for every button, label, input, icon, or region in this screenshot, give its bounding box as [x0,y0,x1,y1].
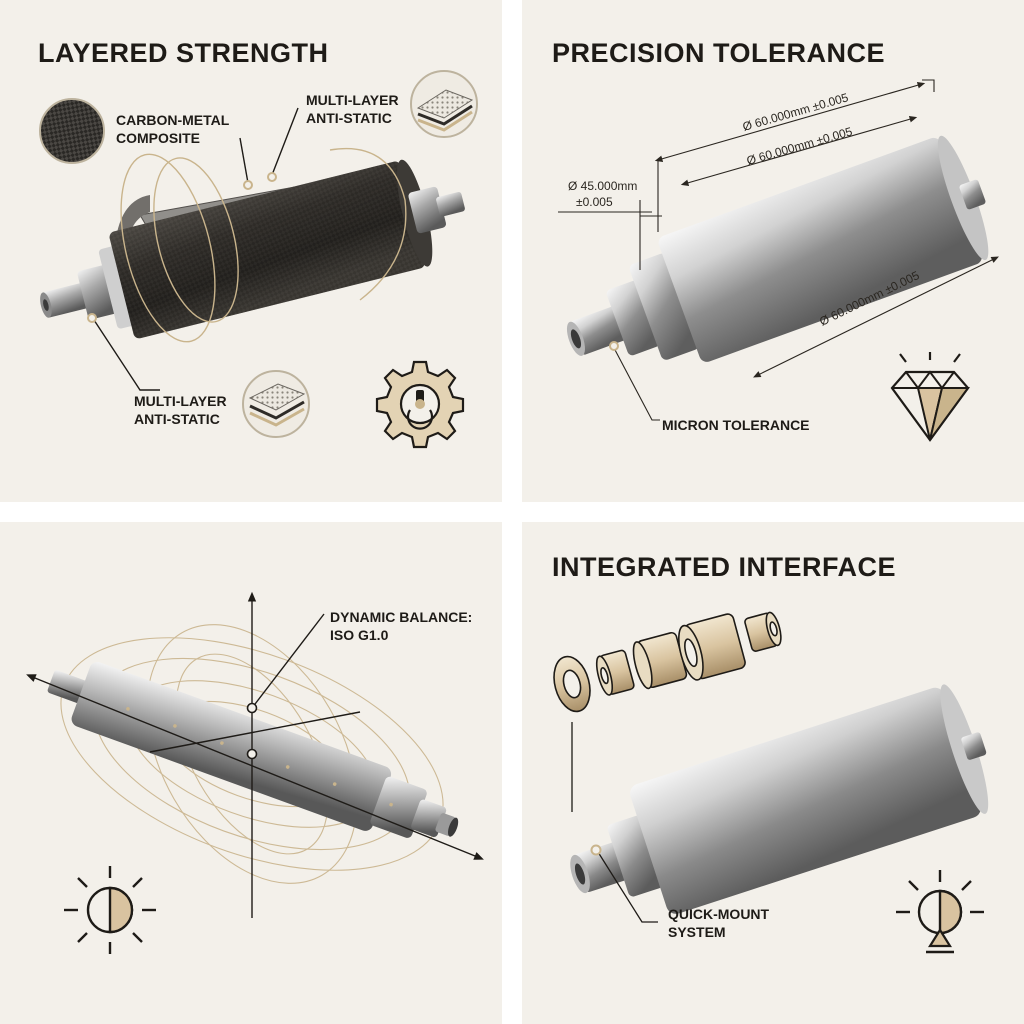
leader-dot [609,341,619,351]
carbon-swatch-icon [39,98,105,164]
leader-dot [590,844,602,856]
exploded-components [553,611,782,713]
label-line: CARBON-METAL [116,112,230,128]
panel-precision-tolerance: Ø 60.000mm ±0.005 Ø 60.000mm ±0.005 Ø 45… [522,0,1024,502]
carbon-roller-body [40,159,465,339]
gear-icon [375,360,465,449]
antistatic-label-bottom: MULTI-LAYER ANTI-STATIC [134,392,227,428]
balance-roller-illustration [26,591,484,954]
dimension-lines [558,79,999,421]
panel-title: LAYERED STRENGTH [38,38,329,68]
threaded-coupler-icon [678,613,746,681]
micron-tolerance-label: MICRON TOLERANCE [662,417,810,433]
label-line: SYSTEM [668,924,726,940]
leader-dots [87,172,277,323]
label-line: ANTI-STATIC [306,110,392,126]
panel-layered-strength: LAYERED STRENGTH CARBON-METAL COMPOSITE … [0,0,502,502]
leader-lines [93,107,299,391]
dynamic-balance-label: DYNAMIC BALANCE: ISO G1.0 [330,608,472,644]
steel-roller-body [566,135,989,362]
layered-roller-illustration [39,70,478,449]
label-line: QUICK-MOUNT [668,906,770,922]
axis-dot [246,748,258,760]
bearing-ring-icon [553,655,591,713]
panel-title: PRECISION TOLERANCE [552,38,886,68]
label-line: DYNAMIC BALANCE: [330,609,473,625]
axis-dot [246,702,258,714]
precision-roller-illustration: Ø 60.000mm ±0.005 Ø 60.000mm ±0.005 Ø 45… [558,79,999,442]
label-line: ISO G1.0 [330,627,389,643]
leader-lines [571,722,658,923]
label-line: COMPOSITE [116,130,201,146]
composite-label: CARBON-METAL COMPOSITE [116,111,229,147]
interface-roller-illustration [553,611,989,954]
quick-mount-label: QUICK-MOUNT SYSTEM [668,905,769,941]
antistatic-swatch-top-icon [410,70,478,138]
antistatic-swatch-bottom-icon [242,370,310,438]
label-line: MULTI-LAYER [306,92,399,108]
layer-outline-rings [120,147,407,343]
antistatic-label-top: MULTI-LAYER ANTI-STATIC [306,91,399,127]
panel-title: INTEGRATED INTERFACE [552,552,897,582]
panel-dynamic-balance: DYNAMIC BALANCE: ISO G1.0 [0,522,502,1024]
light-bulb-icon [896,870,984,954]
diamond-icon [890,352,970,442]
spacer-icon [595,649,635,696]
sun-balance-icon [64,866,156,954]
label-line: ANTI-STATIC [134,411,220,427]
dim-label-3a: Ø 45.000mm [568,179,637,193]
dim-label-1: Ø 60.000mm ±0.005 [741,90,850,134]
panel-integrated-interface: INTEGRATED INTERFACE QUICK-MOUNT SYSTEM [522,522,1024,1024]
end-cap-icon [744,611,782,652]
dim-label-3b: ±0.005 [576,195,613,209]
collar-icon [632,631,688,690]
label-line: MULTI-LAYER [134,393,227,409]
